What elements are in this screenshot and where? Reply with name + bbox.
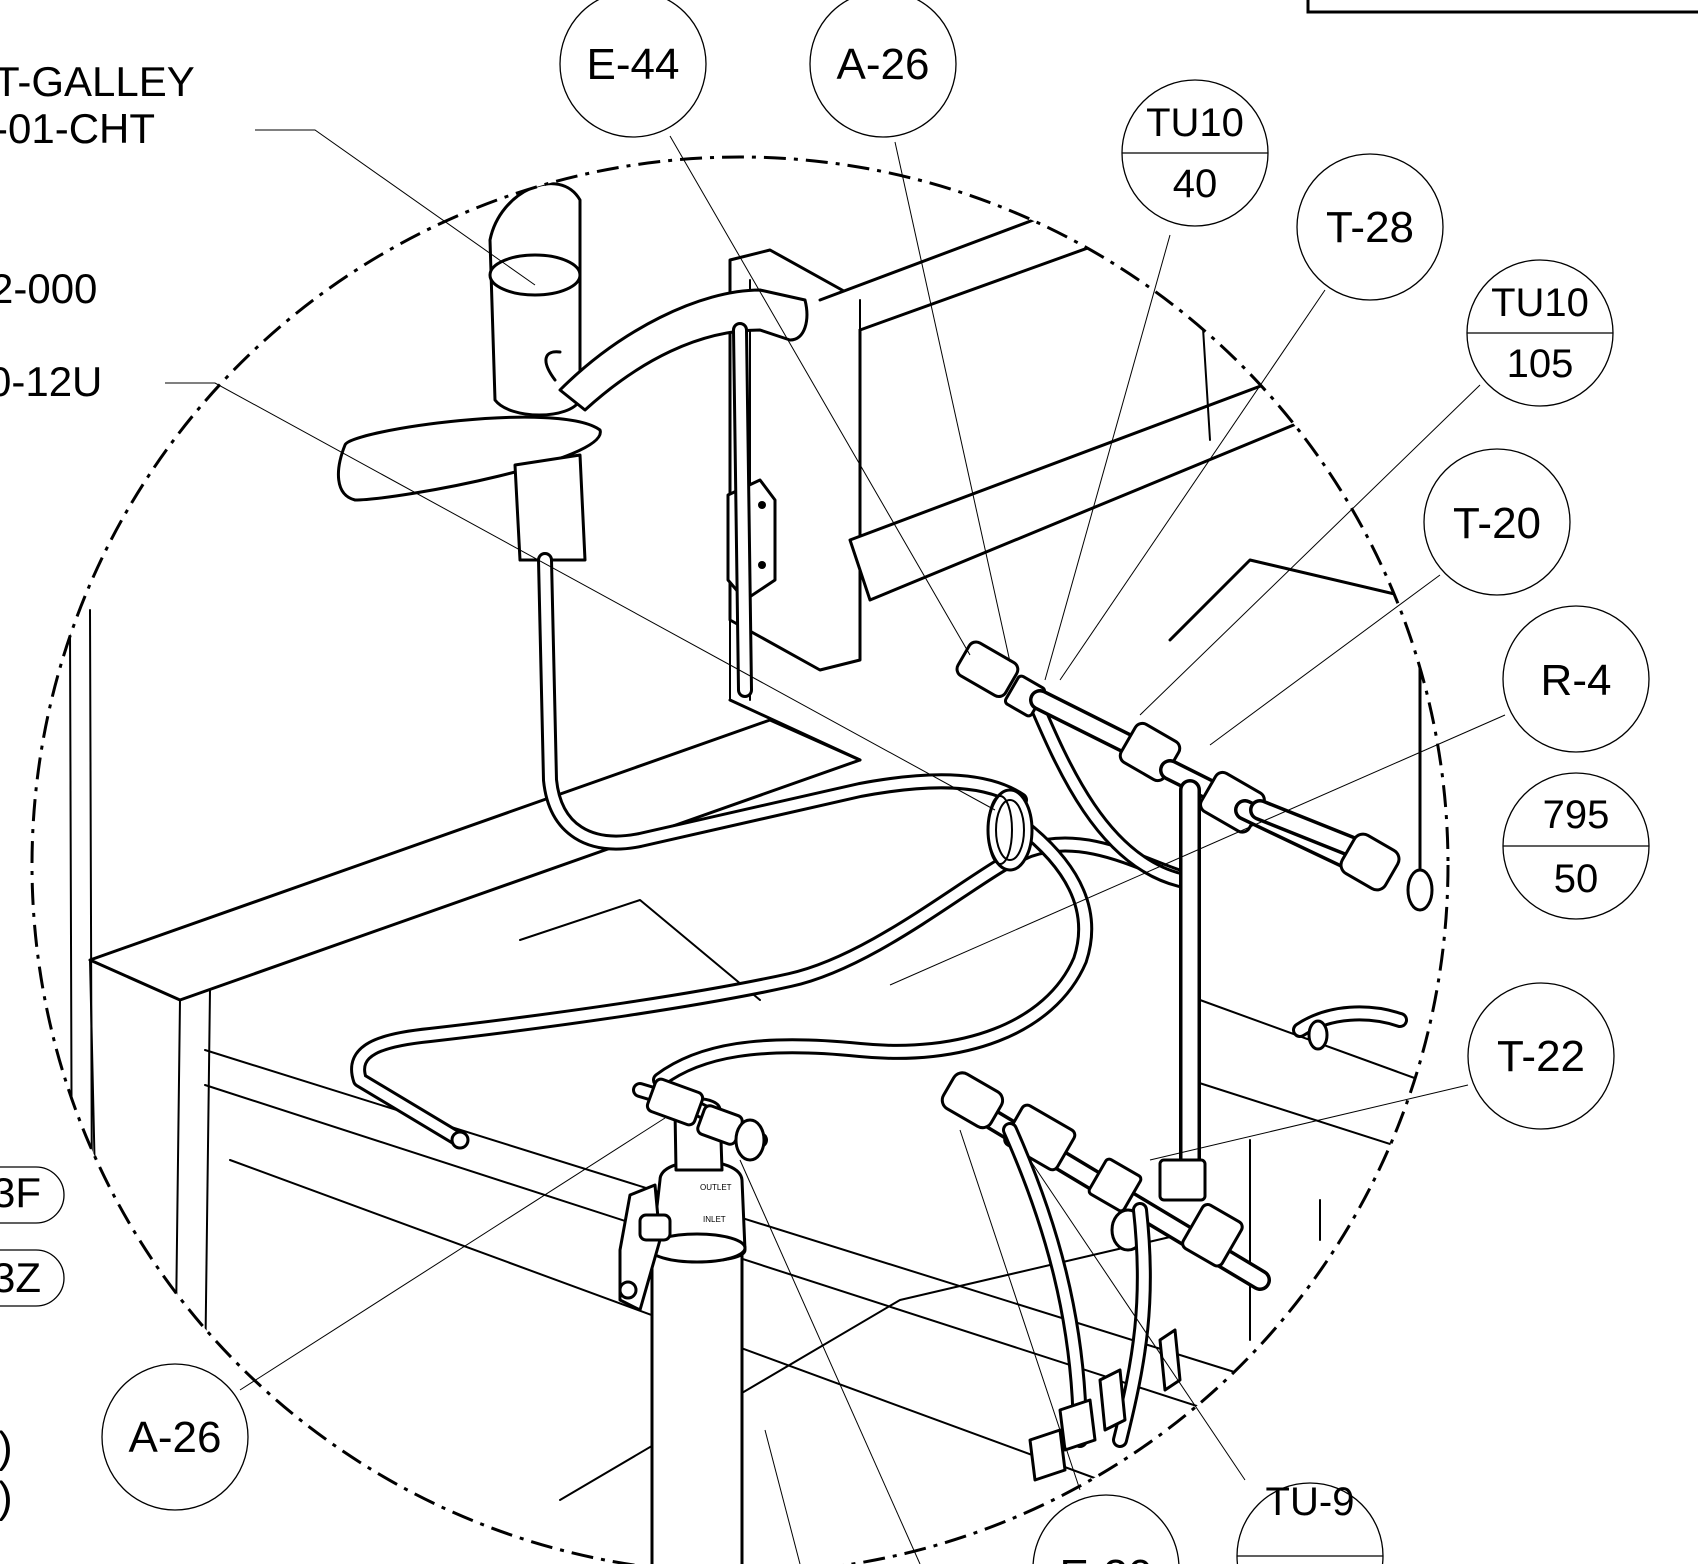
balloon-795-50: 795 50 <box>1502 772 1650 920</box>
svg-text:E-30: E-30 <box>1060 1551 1153 1564</box>
pill-3f <box>0 1166 65 1224</box>
balloon-a26-bottom: A-26 <box>101 1363 249 1511</box>
lower-valves <box>940 1071 1271 1482</box>
balloon-tu10-40: TU10 40 <box>1121 79 1269 227</box>
svg-text:T-20: T-20 <box>1453 499 1541 548</box>
filter-inlet-text: INLET <box>703 1215 726 1224</box>
balloon-tu9-45: TU-9 45 <box>1236 1480 1384 1564</box>
balloon-t20: T-20 <box>1423 448 1571 596</box>
svg-text:795: 795 <box>1543 793 1610 837</box>
paren-label-1: ) <box>0 1423 13 1472</box>
supply-tube <box>350 802 1198 1150</box>
left-pills: 3F 3Z <box>0 1166 65 1307</box>
svg-text:TU-9: TU-9 <box>1266 1480 1355 1524</box>
svg-text:A-26: A-26 <box>129 1413 222 1462</box>
balloon-e44: E-44 <box>559 0 707 138</box>
svg-text:40: 40 <box>1173 162 1218 206</box>
svg-text:3Z: 3Z <box>0 1254 41 1301</box>
svg-text:3F: 3F <box>0 1169 41 1216</box>
faucet-supply-hoses <box>537 322 1028 851</box>
filter-outlet-text: OUTLET <box>700 1183 732 1192</box>
backsplash-panel <box>728 208 1422 902</box>
svg-text:50: 50 <box>1554 857 1599 901</box>
faucet <box>336 182 809 562</box>
tube-coil <box>986 788 1034 872</box>
svg-text:TU10: TU10 <box>1146 101 1244 145</box>
galley-label: T-GALLEY <box>0 58 195 105</box>
upper-fittings <box>955 640 1434 1181</box>
balloon-a26-top: A-26 <box>809 0 957 138</box>
svg-text:T-28: T-28 <box>1326 203 1414 252</box>
water-filter: OUTLET INLET <box>618 1077 768 1564</box>
balloon-t22: T-22 <box>1467 982 1615 1130</box>
title-block-frame <box>1306 0 1698 14</box>
pill-3z <box>0 1249 65 1307</box>
part-000-label: 2-000 <box>0 265 97 312</box>
svg-text:A-26: A-26 <box>837 40 930 89</box>
left-callouts: T-GALLEY -01-CHT 2-000 0-12U ) ) <box>0 58 195 1522</box>
svg-text:TU10: TU10 <box>1491 281 1589 325</box>
balloon-tu10-105: TU10 105 <box>1466 259 1614 407</box>
balloon-r4: R-4 <box>1502 605 1650 753</box>
detail-boundary-circle <box>30 155 1450 1564</box>
svg-text:R-4: R-4 <box>1541 656 1612 705</box>
svg-text:T-22: T-22 <box>1497 1032 1585 1081</box>
cht-part-label: -01-CHT <box>0 105 155 152</box>
detail-view: OUTLET INLET <box>69 182 1441 1564</box>
part-12u-label: 0-12U <box>0 358 102 405</box>
balloon-e30: E-30 <box>1032 1494 1180 1564</box>
balloon-t28: T-28 <box>1296 153 1444 301</box>
paren-label-2: ) <box>0 1473 13 1522</box>
leader-lines <box>165 129 1506 1564</box>
svg-text:E-44: E-44 <box>587 40 680 89</box>
svg-text:105: 105 <box>1507 342 1574 386</box>
